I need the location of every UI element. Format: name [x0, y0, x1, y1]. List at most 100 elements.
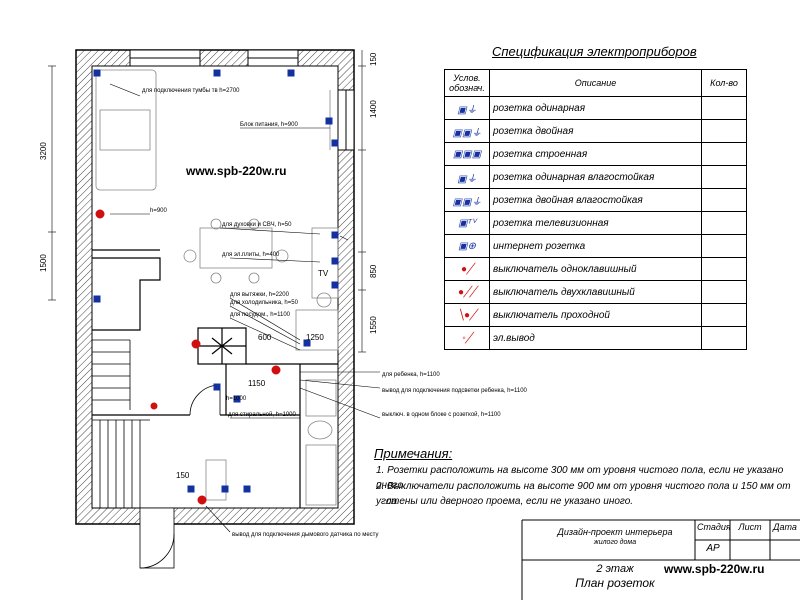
svg-text:для эл.плиты, h=400: для эл.плиты, h=400	[222, 252, 280, 258]
spec-row-text: розетка строенная	[489, 142, 702, 166]
dimension-texts: 3200 1500 150 1400 850 1550	[39, 52, 378, 334]
spec-row-text: розетка двойная влагостойкая	[489, 188, 702, 212]
spec-row-qty	[701, 119, 747, 143]
svg-text:TV: TV	[318, 269, 329, 278]
svg-text:h=900: h=900	[150, 208, 168, 214]
spec-header-qty: Кол-во	[701, 69, 747, 97]
spec-row-qty	[701, 96, 747, 120]
spec-title: Спецификация электроприборов	[492, 44, 697, 59]
stamp-project: Дизайн-проект интерьера	[557, 527, 673, 537]
spec-row-qty	[701, 188, 747, 212]
spec-row: ▣⊕интернет розетка	[444, 234, 747, 258]
spec-row: ╲●╱выключатель проходной	[444, 303, 747, 327]
outer-walls	[75, 49, 355, 525]
svg-text:для посудом., h=1100: для посудом., h=1100	[230, 312, 291, 318]
svg-text:для ребенка, h=1100: для ребенка, h=1100	[382, 372, 440, 378]
svg-text:1250: 1250	[306, 333, 324, 342]
stamp-date-label: Дата	[773, 522, 797, 532]
spec-row: ▣⏚розетка одинарная	[444, 96, 747, 120]
svg-text:вывод для подключения дымового: вывод для подключения дымового датчика п…	[232, 532, 379, 538]
spec-row-qty	[701, 165, 747, 189]
spec-table: Услов. обознач. Описание Кол-во ▣⏚розетк…	[444, 69, 747, 350]
svg-text:1500: 1500	[39, 254, 48, 272]
note-2: 2. Выключатели расположить на высоте 900…	[376, 481, 791, 507]
svg-text:для вытяжки, h=2200: для вытяжки, h=2200	[230, 292, 290, 298]
svg-text:1150: 1150	[248, 379, 266, 388]
spec-header-symbol: Услов. обознач.	[444, 69, 490, 97]
notes-title: Примечания:	[374, 446, 453, 461]
note-3: стены или дверного проема, если не указа…	[386, 496, 634, 507]
spec-row-text: розетка одинарная влагостойкая	[489, 165, 702, 189]
spec-row-qty	[701, 234, 747, 258]
svg-text:для подключения тумбы тв h=270: для подключения тумбы тв h=2700	[142, 88, 240, 94]
passthrough-switch-icon: ╲●╱	[444, 303, 490, 327]
plan-labels: для подключения тумбы тв h=2700 Блок пит…	[142, 88, 528, 538]
spec-row-qty	[701, 303, 747, 327]
dimension-lines	[48, 50, 366, 353]
stamp-project-2: жилого дома	[593, 539, 637, 546]
spec-row-qty	[701, 142, 747, 166]
svg-text:1400: 1400	[369, 100, 378, 118]
spec-row: ●╱выключатель одноклавишный	[444, 257, 747, 281]
spec-row: ●╱╱выключатель двухклавишный	[444, 280, 747, 304]
spec-row-qty	[701, 280, 747, 304]
spec-row-text: эл.вывод	[489, 326, 702, 350]
svg-text:выключ. в одном блоке с розетк: выключ. в одном блоке с розеткой, h=1100	[382, 411, 501, 418]
spec-row: ▣▣⏚розетка двойная	[444, 119, 747, 143]
stamp-sheet-label: Лист	[738, 522, 762, 532]
spec-row-text: розетка одинарная	[489, 96, 702, 120]
tv-socket-icon: ▣ᵀⱽ	[444, 211, 490, 235]
spec-row-qty	[701, 211, 747, 235]
spec-row-text: розетка телевизионная	[489, 211, 702, 235]
note-1: 1. Розетки расположить на высоте 300 мм …	[376, 465, 784, 491]
svg-text:3200: 3200	[39, 142, 48, 160]
svg-text:для стиральной, h=1000: для стиральной, h=1000	[228, 411, 297, 418]
spec-row: ▣▣⏚розетка двойная влагостойкая	[444, 188, 747, 212]
spec-row-text: выключатель проходной	[489, 303, 702, 327]
switch-markers	[95, 209, 281, 505]
single-switch-icon: ●╱	[444, 257, 490, 281]
title-block-frame	[521, 519, 800, 600]
spec-row-text: розетка двойная	[489, 119, 702, 143]
svg-text:1550: 1550	[369, 316, 378, 334]
spec-header-row: Услов. обознач. Описание Кол-во	[444, 69, 747, 97]
triple-socket-icon: ▣▣▣	[444, 142, 490, 166]
svg-text:вывод для подключения подсветк: вывод для подключения подсветки ребенка,…	[382, 388, 528, 394]
electrical-outlet-icon: ◦╱	[444, 326, 490, 350]
spec-row-qty	[701, 257, 747, 281]
double-switch-icon: ●╱╱	[444, 280, 490, 304]
svg-text:150: 150	[369, 52, 378, 66]
leader-lines	[109, 83, 381, 533]
socket-markers	[93, 69, 339, 493]
windows	[129, 49, 355, 151]
svg-text:h=1000: h=1000	[226, 396, 247, 402]
spec-row-text: выключатель одноклавишный	[489, 257, 702, 281]
waterproof-single-socket-icon: ▣⏚	[444, 165, 490, 189]
double-socket-icon: ▣▣⏚	[444, 119, 490, 143]
waterproof-double-socket-icon: ▣▣⏚	[444, 188, 490, 212]
website-label-plan: www.spb-220w.ru	[186, 164, 287, 178]
spec-row-text: интернет розетка	[489, 234, 702, 258]
stamp-sheet-title: План розеток	[575, 576, 655, 590]
stamp-stage-label: Стадия	[697, 522, 731, 532]
svg-text:850: 850	[369, 264, 378, 278]
spec-row-text: выключатель двухклавишный	[489, 280, 702, 304]
stamp-floor: 2 этаж	[596, 563, 634, 575]
internet-socket-icon: ▣⊕	[444, 234, 490, 258]
website-label-stamp: www.spb-220w.ru	[664, 562, 765, 576]
spec-row-qty	[701, 326, 747, 350]
spec-header-description: Описание	[489, 69, 702, 97]
single-socket-icon: ▣⏚	[444, 96, 490, 120]
spec-row: ▣▣▣розетка строенная	[444, 142, 747, 166]
svg-text:для духовки и СВЧ, h=50: для духовки и СВЧ, h=50	[222, 222, 292, 228]
svg-text:600: 600	[258, 333, 272, 342]
spec-row: ▣⏚розетка одинарная влагостойкая	[444, 165, 747, 189]
svg-text:150: 150	[176, 471, 190, 480]
stamp-stage-value: АР	[706, 543, 720, 554]
spec-row: ◦╱эл.вывод	[444, 326, 747, 350]
staircase	[92, 339, 150, 508]
svg-text:для холодильника, h=50: для холодильника, h=50	[230, 300, 299, 306]
svg-text:Блок питания, h=900: Блок питания, h=900	[240, 122, 298, 128]
